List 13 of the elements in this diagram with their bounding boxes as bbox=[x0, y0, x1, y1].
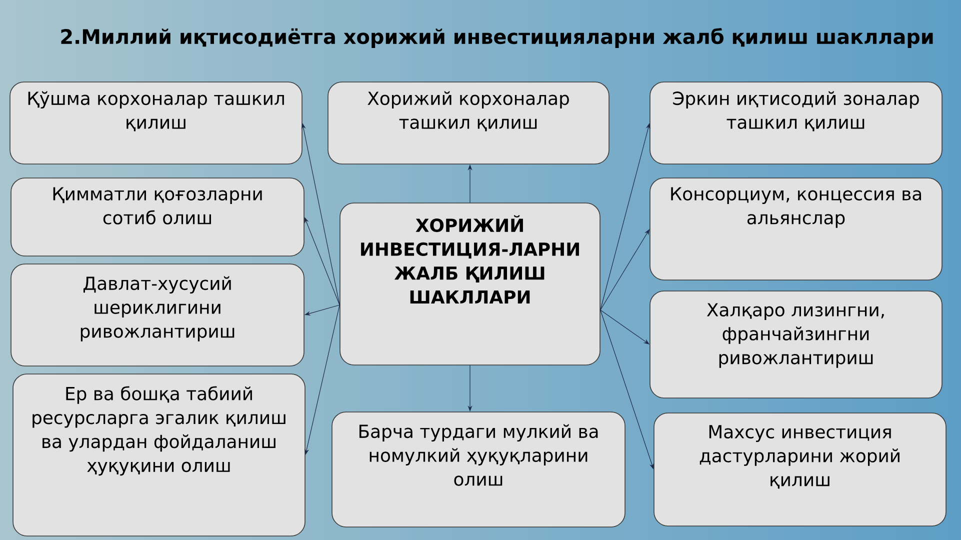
process-box: Консорциум, концессия ва альянслар bbox=[650, 178, 942, 280]
process-box: Қўшма корхоналар ташкил қилиш bbox=[10, 82, 302, 164]
title: 2.Миллий иқтисодиётга хорижий инвестицияларни жалб қилиш шакллари bbox=[61, 28, 933, 48]
process-box: Хорижий корхоналар ташкил қилиш bbox=[328, 82, 610, 164]
process-box: Давлат-хусусий шериклигини ривожлантириш bbox=[10, 264, 304, 366]
process-box: Махсус инвестиция дастурларини жорий қилиш bbox=[654, 412, 946, 526]
process-box: Қимматли қоғозларни сотиб олиш bbox=[10, 178, 304, 256]
arrow bbox=[304, 217, 340, 306]
process-box: Эркин иқтисодий зоналар ташкил қилиш bbox=[650, 82, 942, 164]
process-box: Барча турдаги мулкий ва номулкий ҳуқуқларини олиш bbox=[332, 412, 626, 528]
process-box: Ер ва бошқа табиий ресурсларга эгалик қилиш ва улардан фойдаланиш ҳуқуқини олиш bbox=[12, 374, 306, 536]
process-box: Халқаро лизингни, франчайзингни ривожлантириш bbox=[650, 290, 942, 398]
central-box: ХОРИЖИЙ ИНВЕСТИЦИЯ-ЛАРНИ ЖАЛБ ҚИЛИШ ШАКЛЛАРИ bbox=[340, 202, 600, 366]
